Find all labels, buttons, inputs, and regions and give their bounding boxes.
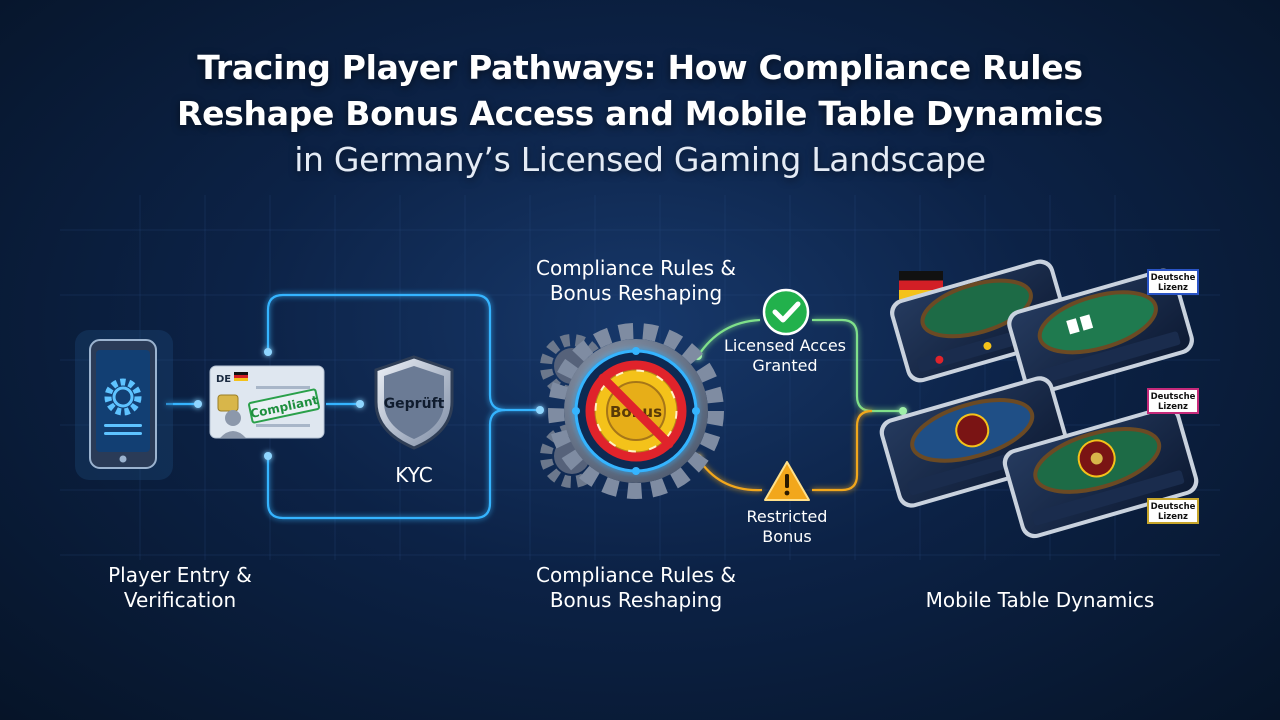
license-badge: Deutsche Lizenz [1147,269,1199,295]
compliance-bottom-label: Compliance Rules & Bonus Reshaping [516,563,756,613]
verified-shield-icon: Geprüft [374,355,454,450]
player-entry-line2: Verification [123,588,237,612]
kyc-label: KYC [395,463,433,487]
license-badge-line2: Lizenz [1158,402,1188,412]
restricted-bonus-label: Restricted Bonus [722,507,852,547]
check-icon [762,288,810,336]
player-entry-label: Player Entry & Verification [70,563,290,613]
player-entry-line1: Player Entry & [108,563,252,587]
license-badge-line2: Lizenz [1158,512,1188,522]
compliance-bottom-line2: Bonus Reshaping [549,588,723,612]
title-line-1: Tracing Player Pathways: How Compliance … [197,48,1083,87]
license-badge-line1: Deutsche [1151,502,1196,512]
license-badge-line1: Deutsche [1151,392,1196,402]
licensed-access-line1: Licensed Acces [724,336,846,355]
title-line-3: in Germany’s Licensed Gaming Landscape [294,140,986,179]
compliance-bottom-line1: Compliance Rules & [536,563,736,587]
id-card-country: DE [216,374,231,385]
compliance-top-line1: Compliance Rules & [536,256,736,280]
prohibited-icon [585,360,687,462]
connector-lines-green [697,318,903,413]
entry-phone-icon [75,330,173,480]
mobile-phone-2 [1007,268,1194,396]
license-badge-line2: Lizenz [1158,283,1188,293]
licensed-access-line2: Granted [752,356,818,375]
id-card-icon: DE Compliant [209,365,325,439]
restricted-bonus-line1: Restricted [746,507,828,526]
shield-label: Geprüft [384,396,445,412]
compliance-top-line2: Bonus Reshaping [549,281,723,305]
restricted-bonus-line2: Bonus [762,527,812,546]
mobile-table-label: Mobile Table Dynamics [925,588,1155,612]
warning-icon [764,461,810,501]
licensed-access-label: Licensed Acces Granted [710,336,860,376]
title-line-2: Reshape Bonus Access and Mobile Table Dy… [176,94,1104,133]
german-flag-small-icon [234,372,248,381]
license-badge: Deutsche Lizenz [1147,388,1199,414]
compliance-top-label: Compliance Rules & Bonus Reshaping [516,256,756,306]
license-badge: Deutsche Lizenz [1147,498,1199,524]
license-badge-line1: Deutsche [1151,273,1196,283]
connector-lines [166,293,540,520]
